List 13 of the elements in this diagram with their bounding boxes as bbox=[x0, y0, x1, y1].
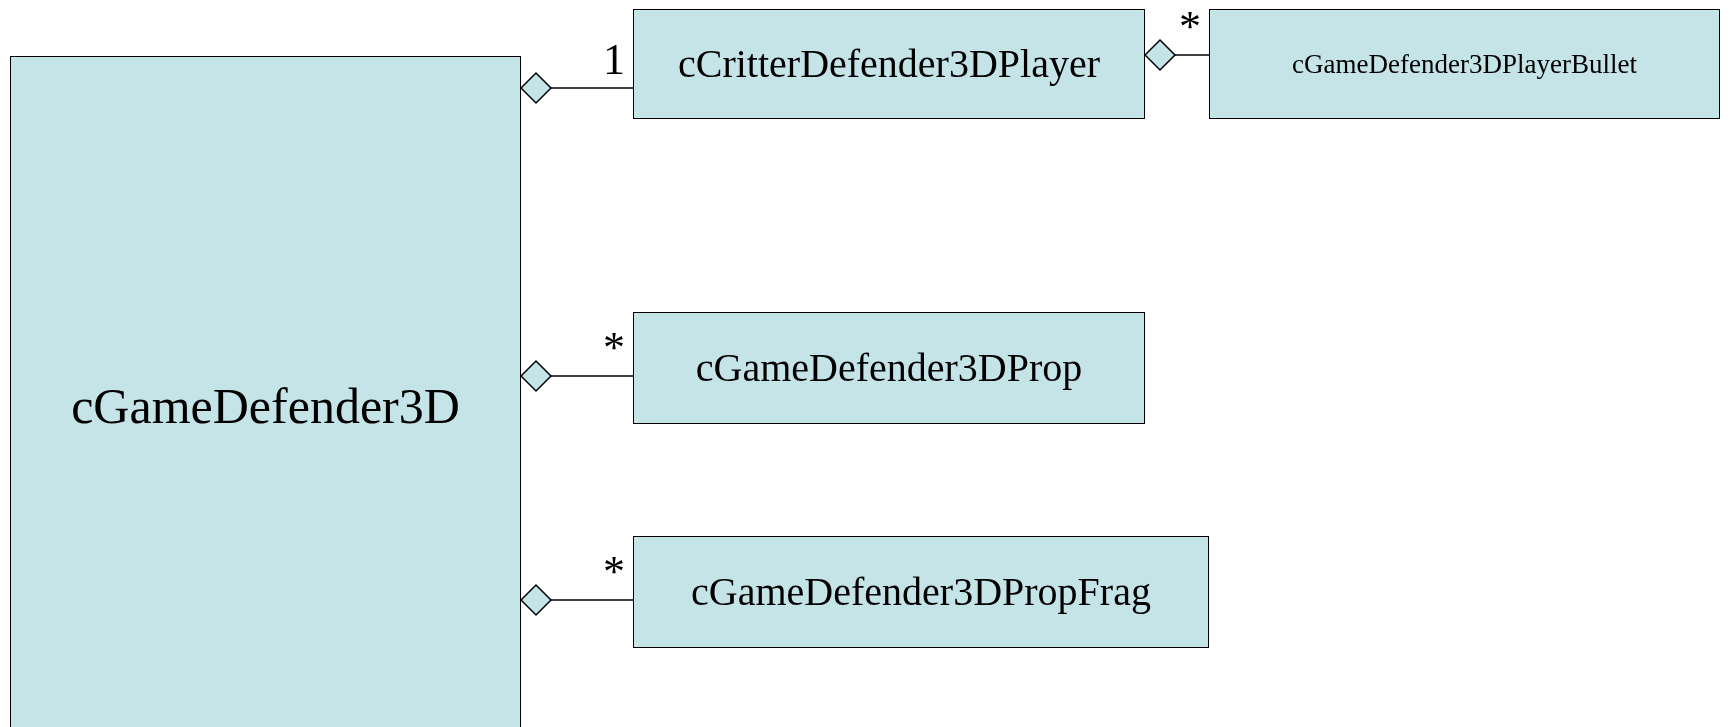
multiplicity-label: 1 bbox=[603, 38, 625, 82]
class-box: cCritterDefender3DPlayer bbox=[633, 9, 1145, 119]
class-box: cGameDefender3DProp bbox=[633, 312, 1145, 424]
multiplicity-label: * bbox=[603, 550, 625, 594]
aggregation-connector bbox=[520, 72, 634, 104]
class-box: cGameDefender3DPropFrag bbox=[633, 536, 1209, 648]
class-box: cGameDefender3D bbox=[10, 56, 521, 727]
multiplicity-label: * bbox=[603, 326, 625, 370]
class-box: cGameDefender3DPlayerBullet bbox=[1209, 9, 1720, 119]
aggregation-connector bbox=[520, 584, 634, 616]
aggregation-connector bbox=[1144, 39, 1210, 71]
multiplicity-label: * bbox=[1179, 5, 1201, 49]
aggregation-connector bbox=[520, 360, 634, 392]
